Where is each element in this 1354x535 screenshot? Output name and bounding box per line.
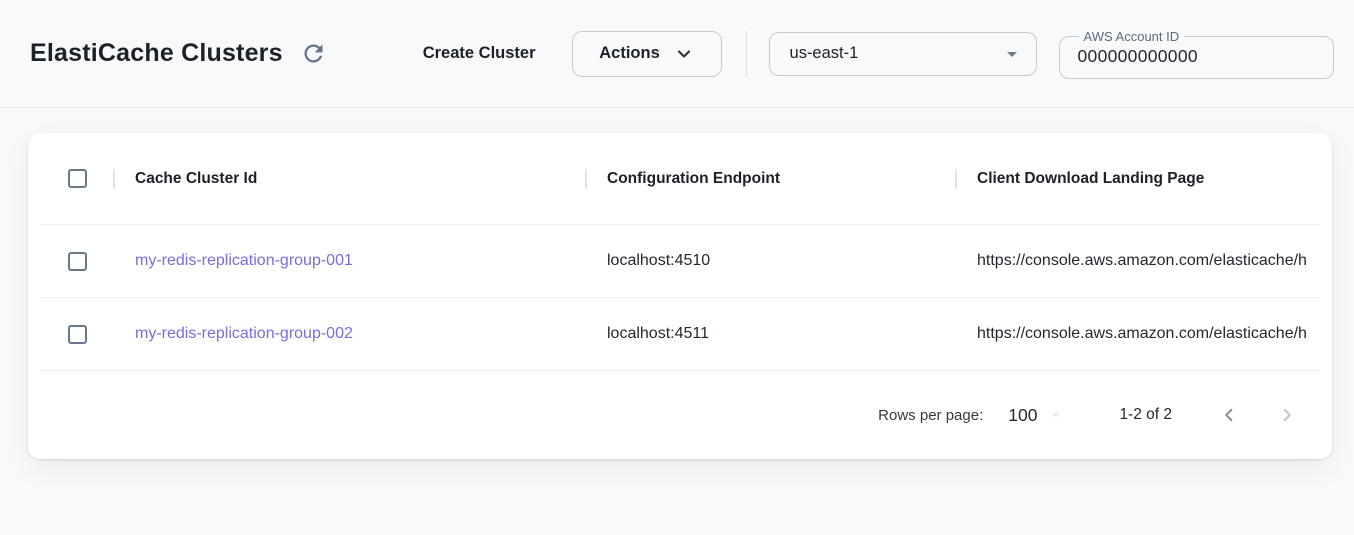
configuration-endpoint-value: localhost:4510 bbox=[607, 252, 711, 269]
cluster-id-link[interactable]: my-redis-replication-group-002 bbox=[135, 325, 353, 342]
previous-page-button[interactable] bbox=[1209, 395, 1249, 435]
actions-button-label: Actions bbox=[599, 44, 660, 62]
aws-account-id-label: AWS Account ID bbox=[1083, 28, 1180, 44]
column-separator bbox=[955, 168, 957, 189]
table-pagination: Rows per page: 100 1-2 of 2 bbox=[28, 371, 1332, 459]
configuration-endpoint-value: localhost:4511 bbox=[607, 325, 709, 342]
topbar: ElastiCache Clusters Create Cluster Acti… bbox=[0, 0, 1354, 108]
row-checkbox[interactable] bbox=[68, 324, 87, 344]
page-title: ElastiCache Clusters bbox=[30, 39, 283, 67]
dropdown-arrow-icon bbox=[1000, 42, 1024, 66]
row-checkbox-cell bbox=[28, 324, 113, 344]
header-checkbox-cell bbox=[28, 169, 113, 188]
cell-cache-cluster-id: my-redis-replication-group-001 bbox=[113, 252, 585, 270]
cluster-id-link[interactable]: my-redis-replication-group-001 bbox=[135, 252, 353, 269]
aws-account-id-field: AWS Account ID bbox=[1058, 28, 1334, 79]
rows-per-page-select[interactable]: 100 bbox=[1008, 405, 1066, 426]
table-row: my-redis-replication-group-001 localhost… bbox=[28, 225, 1332, 297]
column-header-label: Configuration Endpoint bbox=[607, 169, 781, 187]
chevron-left-icon bbox=[1218, 404, 1240, 426]
header-cell-client-download-landing-page: Client Download Landing Page bbox=[955, 168, 1332, 189]
pagination-range-label: 1-2 of 2 bbox=[1119, 406, 1172, 423]
row-checkbox[interactable] bbox=[68, 251, 87, 271]
column-header-label: Cache Cluster Id bbox=[135, 169, 258, 187]
header-cell-configuration-endpoint: Configuration Endpoint bbox=[585, 168, 955, 189]
refresh-button[interactable] bbox=[297, 37, 331, 71]
rows-per-page-label: Rows per page: bbox=[878, 406, 984, 424]
cell-configuration-endpoint: localhost:4511 bbox=[585, 325, 955, 343]
cell-client-download-landing-page: https://console.aws.amazon.com/elasticac… bbox=[955, 325, 1332, 343]
row-divider bbox=[40, 370, 1320, 371]
table-header-row: Cache Cluster Id Configuration Endpoint … bbox=[28, 133, 1332, 224]
landing-page-value: https://console.aws.amazon.com/elasticac… bbox=[977, 325, 1307, 342]
next-page-button[interactable] bbox=[1267, 395, 1307, 435]
topbar-divider bbox=[745, 30, 747, 77]
cell-client-download-landing-page: https://console.aws.amazon.com/elasticac… bbox=[955, 252, 1332, 270]
actions-button[interactable]: Actions bbox=[571, 30, 722, 77]
create-cluster-button[interactable]: Create Cluster bbox=[409, 34, 550, 73]
aws-account-id-input[interactable] bbox=[1077, 45, 1319, 67]
landing-page-value: https://console.aws.amazon.com/elasticac… bbox=[977, 252, 1307, 269]
column-header-label: Client Download Landing Page bbox=[977, 169, 1205, 187]
cell-configuration-endpoint: localhost:4510 bbox=[585, 252, 955, 270]
row-checkbox-cell bbox=[28, 251, 113, 271]
row-divider bbox=[40, 224, 1320, 225]
column-separator bbox=[585, 168, 587, 189]
table-row: my-redis-replication-group-002 localhost… bbox=[28, 298, 1332, 370]
region-select[interactable]: us-east-1 bbox=[768, 31, 1037, 76]
column-separator bbox=[113, 168, 115, 189]
cell-cache-cluster-id: my-redis-replication-group-002 bbox=[113, 325, 585, 343]
select-all-checkbox[interactable] bbox=[68, 169, 87, 188]
refresh-icon bbox=[300, 40, 327, 67]
dropdown-arrow-icon bbox=[1046, 405, 1066, 425]
chevron-right-icon bbox=[1276, 404, 1298, 426]
region-select-value: us-east-1 bbox=[789, 44, 859, 62]
rows-per-page-value: 100 bbox=[1008, 404, 1038, 425]
aws-account-id-outline: AWS Account ID bbox=[1058, 28, 1334, 79]
clusters-table-card: Cache Cluster Id Configuration Endpoint … bbox=[28, 133, 1332, 459]
chevron-down-icon bbox=[674, 44, 694, 64]
header-cell-cache-cluster-id: Cache Cluster Id bbox=[113, 168, 585, 189]
row-divider bbox=[40, 297, 1320, 298]
